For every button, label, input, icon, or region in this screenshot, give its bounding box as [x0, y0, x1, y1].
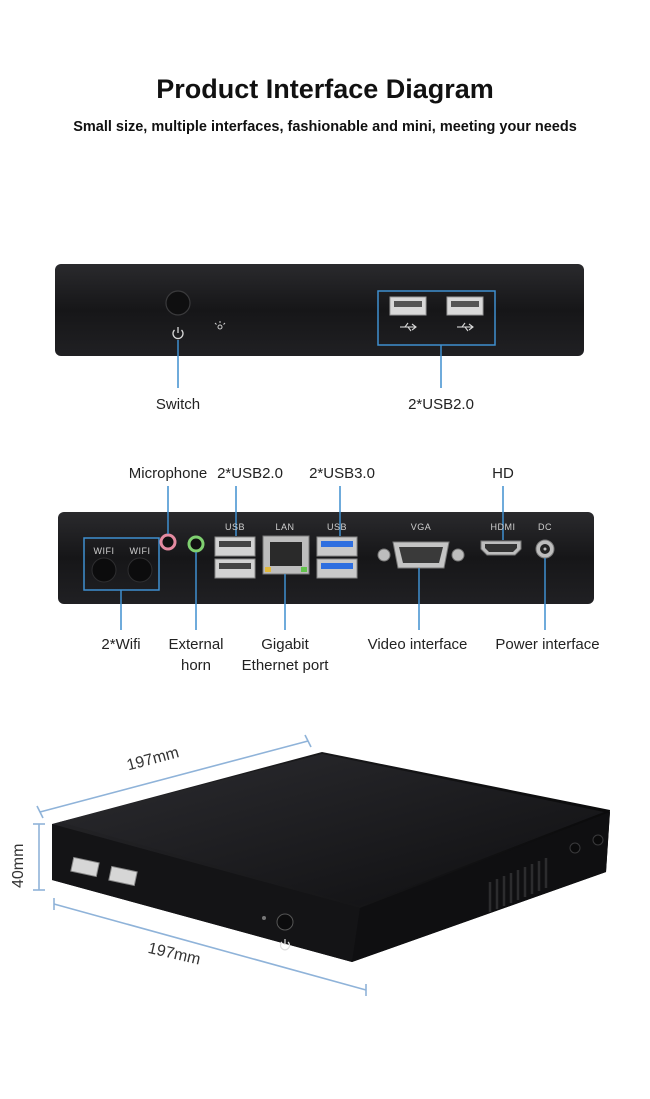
hd-label: HD	[492, 465, 514, 482]
ethernet-label-line2: Ethernet port	[241, 657, 329, 674]
ethernet-label-line1: Gigabit	[261, 636, 309, 653]
device-side-face	[352, 812, 610, 962]
device-usb-port-1	[70, 856, 100, 878]
video-interface-label: Video interface	[367, 636, 468, 653]
dimension-top-line	[36, 734, 312, 819]
rear-panel-case	[58, 512, 594, 604]
usb3-port-label: USB	[326, 522, 347, 532]
lan-port-label: LAN	[275, 522, 295, 532]
external-horn-jack	[187, 535, 205, 553]
microphone-label: Microphone	[128, 465, 208, 482]
device-perspective-view	[52, 752, 610, 962]
horn-label-line1: External	[168, 636, 224, 653]
horn-label-line2: horn	[180, 657, 212, 674]
wifi-antenna-1	[91, 557, 117, 583]
front-panel	[55, 264, 584, 356]
vga-port-label: VGA	[410, 522, 432, 532]
wifi-port-label-2: WIFI	[129, 546, 151, 556]
page-title: Product Interface Diagram	[156, 74, 494, 104]
front-panel-case	[55, 264, 584, 356]
front-usb-label: 2*USB2.0	[408, 396, 474, 413]
usb2-port-label: USB	[224, 522, 245, 532]
switch-label: Switch	[155, 396, 201, 413]
power-interface-label: Power interface	[495, 636, 600, 653]
side-port-2	[592, 834, 604, 846]
wifi-label: 2*Wifi	[101, 636, 141, 653]
page-subtitle: Small size, multiple interfaces, fashion…	[73, 119, 577, 135]
rear-panel	[58, 512, 594, 604]
rear-usb3-label: 2*USB3.0	[309, 465, 375, 482]
wifi-port-label-1: WIFI	[93, 546, 115, 556]
rear-usb2-label: 2*USB2.0	[217, 465, 283, 482]
power-icon	[279, 939, 291, 951]
power-icon	[172, 327, 184, 340]
usb-symbol-icon	[400, 322, 417, 332]
height-label: 40mm	[10, 843, 27, 888]
microphone-jack	[159, 533, 177, 551]
hdmi-port-label: HDMI	[490, 522, 516, 532]
side-port-1	[569, 842, 581, 854]
dimension-bottom-line	[53, 898, 367, 996]
device-usb-port-2	[108, 865, 138, 887]
device-power-button	[276, 913, 294, 931]
dimension-height-line	[33, 823, 45, 891]
power-button	[165, 290, 191, 316]
front-usb-highlight	[377, 290, 496, 346]
dc-port-label: DC	[538, 522, 552, 532]
usb-symbol-icon	[457, 322, 474, 332]
wifi-antenna-2	[127, 557, 153, 583]
device-top-surface	[60, 754, 604, 906]
device-led	[262, 916, 266, 920]
vga-port	[377, 541, 465, 569]
side-vents	[488, 858, 548, 912]
led-indicator-icon	[214, 321, 226, 330]
